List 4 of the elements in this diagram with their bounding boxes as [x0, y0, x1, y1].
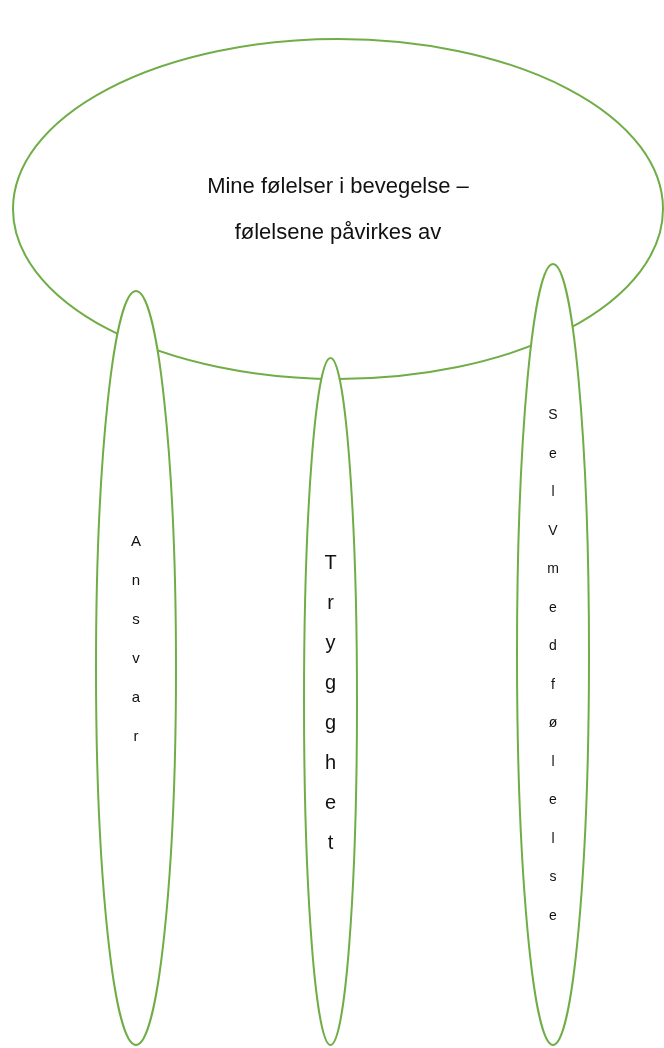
vertical-label: SelVmedfølelse [546, 405, 560, 925]
vertical-label: Ansvar [130, 531, 142, 746]
vertical-label: Trygghet [323, 549, 338, 855]
heading-text: Mine følelser i bevegelse – følelsene påvirkes av [206, 172, 470, 246]
